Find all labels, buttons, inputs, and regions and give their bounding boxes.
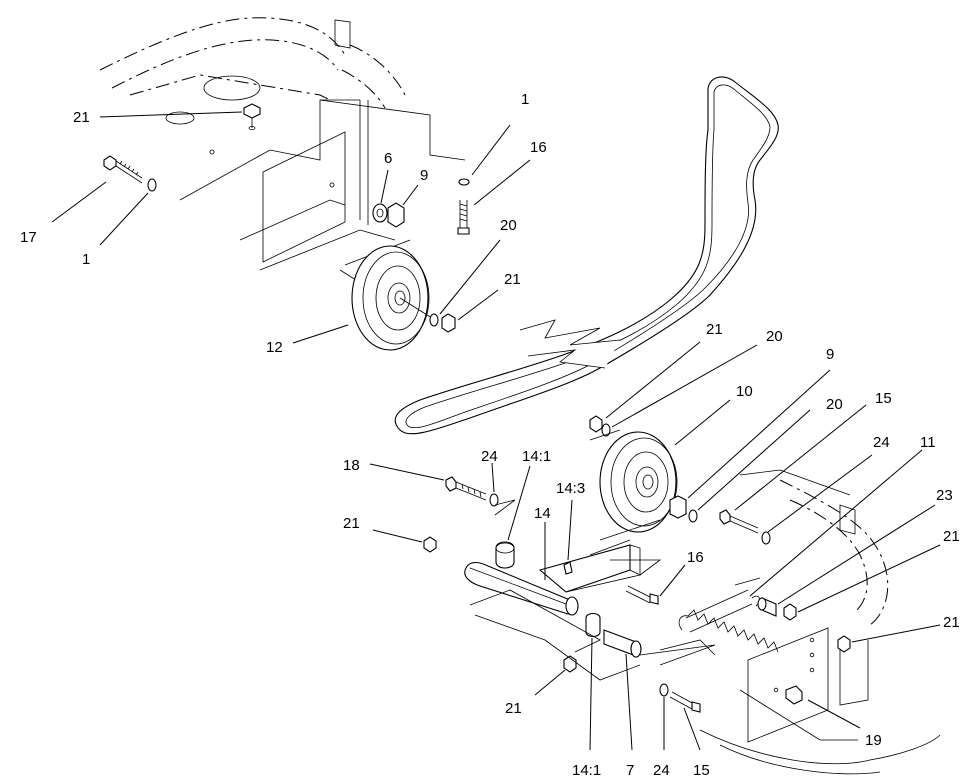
bushing-14-1-top xyxy=(495,541,515,569)
callout-label: 1 xyxy=(521,91,529,108)
callout-label: 21 xyxy=(505,700,522,717)
bolt-15-lower xyxy=(669,691,701,713)
callout-label: 9 xyxy=(826,346,834,363)
idler-arm-14 xyxy=(464,544,641,616)
callout-labels: 21 1 16 6 9 17 1 20 21 12 21 20 9 10 20 … xyxy=(20,91,960,779)
bolt-18 xyxy=(445,476,487,501)
callout-label: 19 xyxy=(865,732,882,749)
callout-label: 6 xyxy=(384,150,392,167)
grease-fitting-14-3 xyxy=(563,561,573,575)
callout-label: 15 xyxy=(693,762,710,779)
spacer-6 xyxy=(372,203,388,223)
bushing-14-1-lower xyxy=(585,612,601,638)
callout-label: 17 xyxy=(20,229,37,246)
callout-label: 14 xyxy=(534,505,551,522)
callout-label: 24 xyxy=(873,434,890,451)
bushing-9-top xyxy=(387,202,405,228)
callout-label: 14:3 xyxy=(556,480,585,497)
callout-label: 20 xyxy=(826,396,843,413)
washer-1-left xyxy=(147,178,157,192)
callout-label: 14:1 xyxy=(522,448,551,465)
nut-21-spring xyxy=(783,603,797,621)
lower-deck-frame xyxy=(699,469,941,775)
washer-20-pulley xyxy=(601,423,611,437)
extension-spring-11 xyxy=(678,589,779,653)
spacer-23 xyxy=(757,597,777,617)
callout-label: 9 xyxy=(420,167,428,184)
nut-21-pulley xyxy=(589,415,603,433)
callout-label: 24 xyxy=(481,448,498,465)
washer-24-upper xyxy=(489,493,499,507)
bolt-15-upper xyxy=(719,509,759,534)
bolt-16-lower xyxy=(625,585,659,605)
callout-label: 12 xyxy=(266,339,283,356)
washer-20-lower xyxy=(688,509,698,523)
idler-pulley-10 xyxy=(599,431,678,533)
bushing-9-lower xyxy=(669,495,687,519)
leader-lines xyxy=(51,111,941,751)
bolt-17 xyxy=(103,155,143,184)
spacer-7 xyxy=(603,629,642,658)
callout-label: 21 xyxy=(73,109,90,126)
callout-label: 18 xyxy=(343,457,360,474)
callout-label: 24 xyxy=(653,762,670,779)
nut-21-left xyxy=(423,536,437,553)
nut-21-right xyxy=(837,635,851,653)
callout-label: 21 xyxy=(943,614,960,631)
callout-label: 1 xyxy=(82,251,90,268)
callout-label: 23 xyxy=(936,487,953,504)
assembly-lines xyxy=(469,429,761,681)
callout-label: 21 xyxy=(706,321,723,338)
washer-24-lower xyxy=(659,683,669,697)
nut-21-top xyxy=(441,313,456,333)
bolt-16-top xyxy=(457,200,470,235)
callout-label: 20 xyxy=(500,217,517,234)
callout-label: 14:1 xyxy=(572,762,601,779)
washer-20-top xyxy=(429,313,439,327)
callout-label: 10 xyxy=(736,383,753,400)
callout-label: 15 xyxy=(875,390,892,407)
callout-label: 21 xyxy=(343,515,360,532)
hex-nut-top xyxy=(243,103,261,130)
idler-pulley-12 xyxy=(351,245,433,351)
callout-label: 21 xyxy=(943,528,960,545)
callout-label: 11 xyxy=(920,434,936,451)
callout-label: 21 xyxy=(504,271,521,288)
callout-label: 20 xyxy=(766,328,783,345)
washer-1-right xyxy=(458,178,470,186)
v-belt xyxy=(394,76,779,435)
callout-label: 7 xyxy=(626,762,634,779)
callout-label: 16 xyxy=(687,549,704,566)
washer-24-right xyxy=(761,531,771,545)
callout-label: 16 xyxy=(530,139,547,156)
